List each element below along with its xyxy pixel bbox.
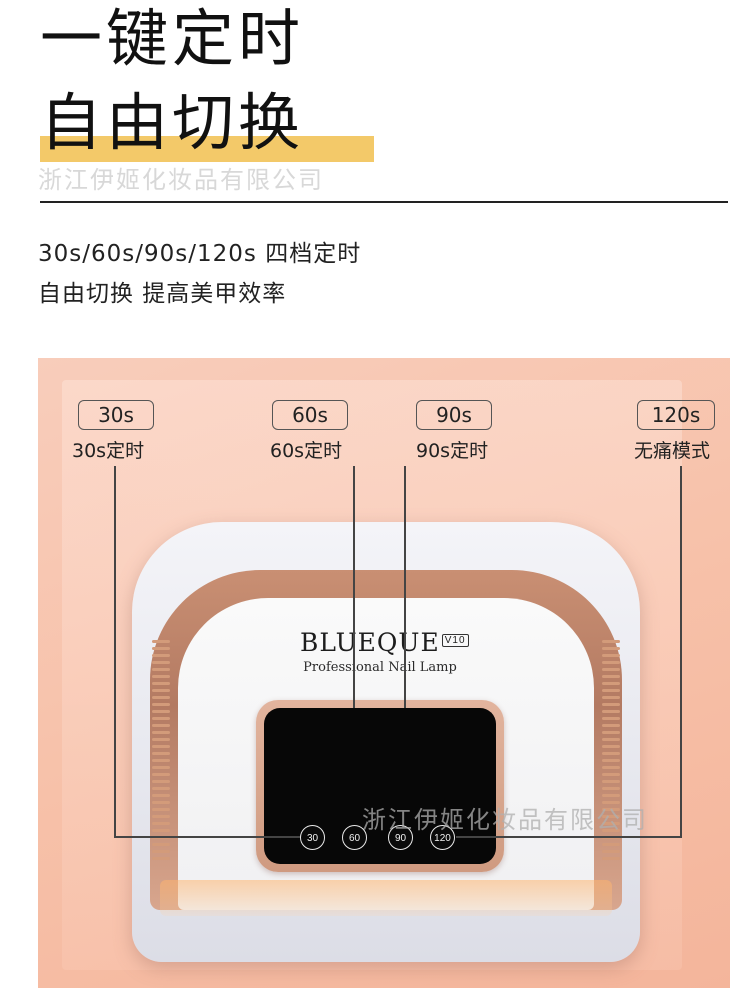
vent-slat [152,787,170,790]
vent-slat [152,850,170,853]
vent-slat [152,647,170,650]
vent-slat [152,759,170,762]
vent-slat [152,731,170,734]
vent-slat [602,794,620,797]
vent-slat [152,675,170,678]
vent-slat [152,822,170,825]
lamp-screen [264,708,496,864]
leader-line-30s-horizontal [114,836,304,838]
callout-caption-120s: 无痛模式 [634,440,711,462]
vent-slat [602,640,620,643]
vent-slat [602,759,620,762]
brand-model-badge: V10 [441,634,469,647]
vent-slat [152,752,170,755]
vent-slat [602,773,620,776]
divider-line [40,201,728,203]
vent-slat [152,815,170,818]
leader-line-120s-horizontal [456,836,682,838]
lamp-vents-right [602,640,620,864]
vent-slat [152,738,170,741]
vent-slat [602,822,620,825]
headline-line-2: 自由切换 [40,86,305,159]
timer-button-120[interactable]: 120 [430,825,455,850]
watermark-top: 浙江伊姬化妆品有限公司 [38,166,324,194]
vent-slat [602,843,620,846]
callout-caption-60s: 60s定时 [270,440,343,462]
vent-slat [602,647,620,650]
vent-slat [152,689,170,692]
vent-slat [152,717,170,720]
vent-slat [602,696,620,699]
vent-slat [602,857,620,860]
vent-slat [602,815,620,818]
vent-slat [602,738,620,741]
vent-slat [602,780,620,783]
timer-button-60[interactable]: 60 [342,825,367,850]
vent-slat [152,808,170,811]
vent-slat [602,808,620,811]
callout-tag-120s: 120s [637,400,715,430]
vent-slat [602,703,620,706]
vent-slat [152,766,170,769]
vent-slat [152,773,170,776]
vent-slat [602,661,620,664]
brand-name: BLUEQUE [300,628,440,657]
vent-slat [152,794,170,797]
vent-slat [152,724,170,727]
timer-button-30[interactable]: 30 [300,825,325,850]
vent-slat [152,703,170,706]
vent-slat [602,689,620,692]
vent-slat [602,731,620,734]
vent-slat [602,829,620,832]
vent-slat [602,801,620,804]
vent-slat [602,752,620,755]
leader-line-30s-vertical [114,466,116,838]
vent-slat [602,675,620,678]
vent-slat [602,850,620,853]
vent-slat [152,654,170,657]
lamp-led-glow [160,880,612,916]
vent-slat [602,724,620,727]
lamp-subtitle: Professional Nail Lamp [303,660,457,675]
vent-slat [152,857,170,860]
vent-slat [602,654,620,657]
description-line-1: 30s/60s/90s/120s 四档定时 [38,241,362,267]
vent-slat [152,801,170,804]
description-line-2: 自由切换 提高美甲效率 [38,281,287,307]
vent-slat [602,766,620,769]
callout-tag-30s: 30s [78,400,154,430]
vent-slat [152,668,170,671]
vent-slat [152,640,170,643]
vent-slat [602,745,620,748]
vent-slat [152,829,170,832]
leader-line-90s [404,466,406,708]
vent-slat [152,696,170,699]
timer-button-90[interactable]: 90 [388,825,413,850]
watermark-bottom: 浙江伊姬化妆品有限公司 [362,806,648,834]
vent-slat [152,710,170,713]
vent-slat [152,780,170,783]
callout-caption-30s: 30s定时 [72,440,145,462]
vent-slat [152,843,170,846]
leader-line-120s-vertical [680,466,682,838]
lamp-vents-left [152,640,170,864]
callout-caption-90s: 90s定时 [416,440,489,462]
vent-slat [152,661,170,664]
vent-slat [152,682,170,685]
headline-line-1: 一键定时 [40,2,305,75]
vent-slat [602,787,620,790]
vent-slat [602,668,620,671]
vent-slat [152,745,170,748]
leader-line-60s [353,466,355,708]
title-highlight-bar [40,136,374,162]
vent-slat [602,710,620,713]
vent-slat [602,717,620,720]
callout-tag-60s: 60s [272,400,348,430]
vent-slat [602,682,620,685]
callout-tag-90s: 90s [416,400,492,430]
